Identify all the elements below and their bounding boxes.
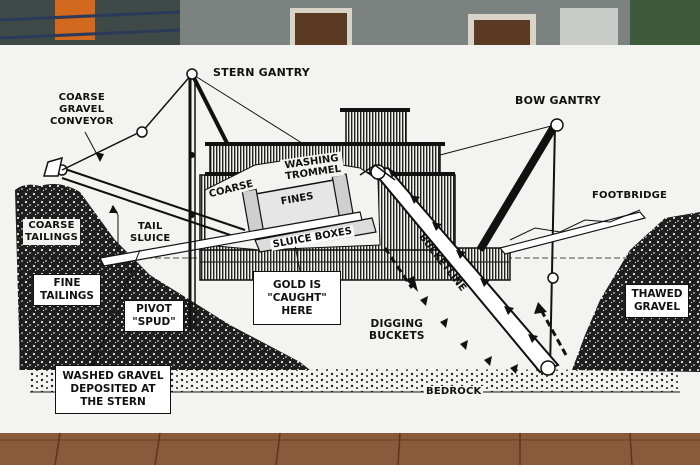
coarse-gravel-conveyor-label: COARSE GRAVEL CONVEYOR xyxy=(50,92,113,128)
label-line: COARSE xyxy=(28,220,75,231)
footbridge-label: FOOTBRIDGE xyxy=(592,190,668,201)
label-line: BUCKETS xyxy=(369,330,425,342)
pivot-spud-label: PIVOT "SPUD" xyxy=(124,300,184,332)
label-line: GRAVEL xyxy=(59,104,105,115)
bucketline-ladder xyxy=(359,164,560,376)
label-line: GRAVEL xyxy=(633,301,681,313)
label-line: TAILINGS xyxy=(25,232,78,243)
stern-gantry-label: STERN GANTRY xyxy=(213,66,310,79)
label-line: DIGGING xyxy=(370,318,424,330)
label-line: DEPOSITED AT xyxy=(70,383,156,395)
label-line: "CAUGHT" xyxy=(267,291,327,304)
tailings-piles xyxy=(15,184,310,370)
tail-sluice-drawing xyxy=(99,211,363,267)
thawed-gravel-label: THAWED GRAVEL xyxy=(625,284,689,318)
coarse-tailings-label: COARSE TAILINGS xyxy=(23,219,80,245)
label-line: GOLD IS xyxy=(272,278,322,291)
label-line: TAILINGS xyxy=(40,290,94,302)
coarse-gravel-conveyor xyxy=(43,131,246,241)
bow-gantry xyxy=(439,118,564,371)
tail-sluice-label: TAIL SLUICE xyxy=(130,221,170,245)
gold-caught-callout: GOLD IS "CAUGHT" HERE xyxy=(253,271,341,325)
wooden-deck xyxy=(0,432,700,465)
label-line: THE STERN xyxy=(80,396,146,408)
label-line: CONVEYOR xyxy=(50,116,114,127)
label-line: PIVOT xyxy=(136,303,172,315)
washed-gravel-callout: WASHED GRAVEL DEPOSITED AT THE STERN xyxy=(55,365,171,414)
digging-buckets-label: DIGGING BUCKETS xyxy=(369,318,425,342)
label-line: SLUICE xyxy=(130,233,171,244)
label-line: "SPUD" xyxy=(132,316,176,328)
label-line: WASHED GRAVEL xyxy=(62,370,164,382)
bedrock-label: BEDROCK xyxy=(424,386,484,398)
arrowhead xyxy=(109,205,118,213)
stern-gantry xyxy=(136,68,306,330)
footbridge-drawing xyxy=(498,209,647,255)
label-line: THAWED xyxy=(631,288,683,300)
label-line: HERE xyxy=(281,304,313,317)
label-line: COARSE xyxy=(58,92,105,103)
fine-tailings-label: FINE TAILINGS xyxy=(33,274,101,306)
bow-gantry-label: BOW GANTRY xyxy=(515,94,601,107)
arrowhead xyxy=(95,152,104,162)
label-line: TAIL xyxy=(137,221,163,232)
background-building xyxy=(0,0,700,50)
label-line: FINE xyxy=(53,277,81,289)
flow-arrows xyxy=(383,247,568,356)
